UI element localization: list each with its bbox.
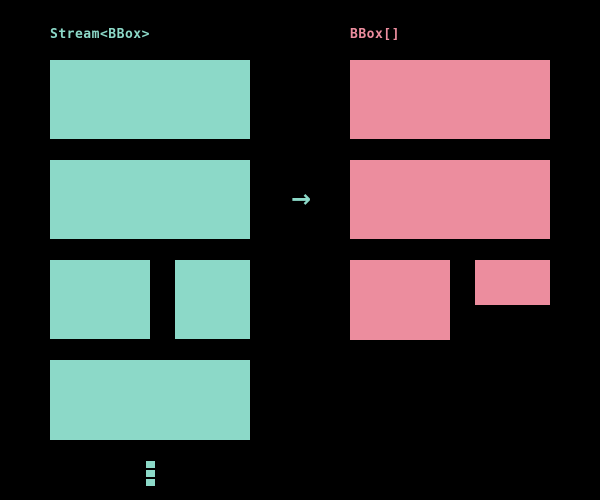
array-block-2 (350, 160, 550, 239)
array-block-1 (350, 60, 550, 139)
ellipsis-dot (146, 461, 155, 468)
stream-block-4 (175, 260, 250, 339)
stream-block-1 (50, 60, 250, 139)
stream-block-2 (50, 160, 250, 239)
stream-block-5 (50, 360, 250, 440)
stream-column-label: Stream<BBox> (50, 27, 150, 42)
array-block-3 (350, 260, 450, 340)
vertical-ellipsis-icon (146, 461, 155, 486)
ellipsis-dot (146, 470, 155, 477)
right-arrow-icon: → (290, 185, 312, 213)
stream-block-3 (50, 260, 150, 339)
array-column-label: BBox[] (350, 27, 400, 42)
array-block-4 (475, 260, 550, 305)
ellipsis-dot (146, 479, 155, 486)
